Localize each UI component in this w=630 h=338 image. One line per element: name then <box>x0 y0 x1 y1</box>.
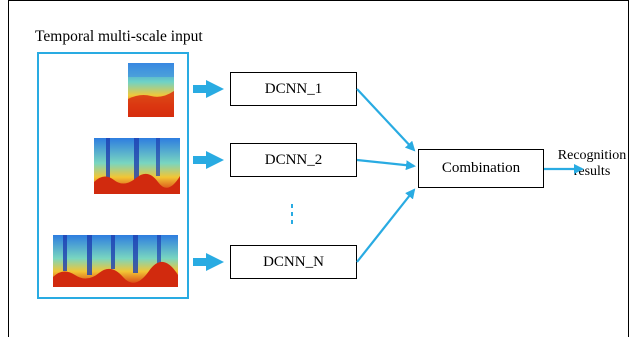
dcnn-1-to-combination-arrow <box>356 88 416 152</box>
figure-frame <box>8 0 629 337</box>
dcnn-1-box: DCNN_1 <box>230 72 357 106</box>
spectrogram-long <box>53 235 178 287</box>
input-arrow-1 <box>193 80 224 98</box>
combination-box: Combination <box>418 149 544 188</box>
multi-scale-input-box <box>37 52 189 299</box>
input-arrow-n <box>193 253 224 271</box>
spectrogram-medium <box>94 138 180 194</box>
dcnn-2-to-combination-arrow <box>356 158 416 171</box>
dcnn-n-to-combination-arrow <box>356 188 416 263</box>
spectrogram-short <box>128 63 174 117</box>
recognition-results-label: Recognition results <box>552 148 630 180</box>
input-arrow-2 <box>193 151 224 169</box>
recognition-results-line1: Recognition <box>557 148 627 163</box>
dcnn-n-box: DCNN_N <box>230 245 357 279</box>
diagram-title: Temporal multi-scale input <box>35 28 203 45</box>
dcnn-2-box: DCNN_2 <box>230 143 357 177</box>
